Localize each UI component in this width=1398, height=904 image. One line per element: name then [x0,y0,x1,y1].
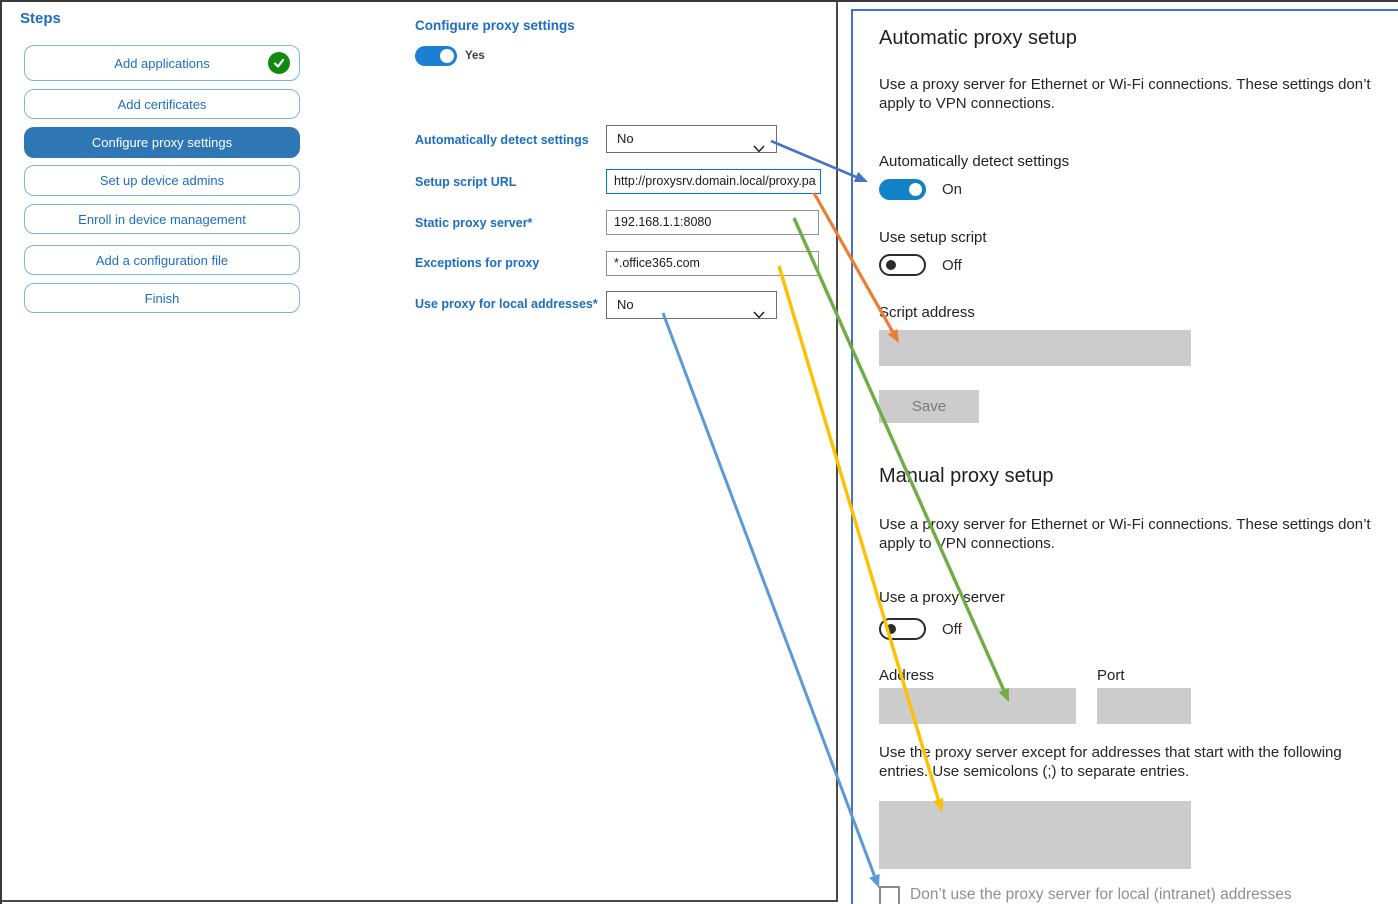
automatic-proxy-description: Use a proxy server for Ethernet or Wi-Fi… [879,76,1371,112]
configure-proxy-toggle-state: Yes [465,50,485,62]
address-input-disabled [879,688,1076,724]
automatically-detect-settings-label: Automatically detect settings [879,153,1070,170]
step-add-certificates[interactable]: Add certificates [24,89,300,119]
proxy-exceptions-textarea-disabled [879,801,1191,869]
local-addresses-checkbox-label: Don’t use the proxy server for local (in… [910,886,1292,903]
static-proxy-server-input[interactable]: 192.168.1.1:8080 [606,210,819,235]
step-label: Add applications [114,55,210,71]
step-label: Add a configuration file [95,252,229,268]
port-input-disabled [1097,688,1191,724]
use-setup-script-label: Use setup script [879,229,987,246]
automatically-detect-settings-toggle[interactable] [879,179,926,200]
use-a-proxy-server-label: Use a proxy server [879,589,1005,606]
setup-script-url-label: Setup script URL [415,175,517,189]
setup-script-toggle-state: Off [942,257,962,274]
use-proxy-local-dropdown[interactable]: No [606,291,777,319]
automatic-proxy-setup-heading: Automatic proxy setup [879,27,1077,49]
manual-proxy-setup-heading: Manual proxy setup [879,465,1054,487]
port-label: Port [1097,667,1125,684]
proxy-exceptions-description: Use the proxy server except for addresse… [879,744,1342,780]
chevron-down-icon [753,136,765,162]
use-setup-script-toggle[interactable] [879,254,926,276]
step-label: Enroll in device management [78,211,246,227]
auto-detect-dropdown[interactable]: No [606,125,777,153]
configure-proxy-section-title: Configure proxy settings [415,18,575,33]
step-add-applications[interactable]: Add applications [24,45,300,81]
step-add-a-configuration-file[interactable]: Add a configuration file [24,245,300,275]
completed-check-icon [268,52,290,74]
use-a-proxy-server-toggle[interactable] [879,618,926,640]
address-label: Address [879,667,935,684]
step-label: Configure proxy settings [91,135,233,150]
step-finish[interactable]: Finish [24,283,300,313]
steps-panel-title: Steps [20,10,61,27]
step-label: Set up device admins [99,173,225,188]
auto-detect-label: Automatically detect settings [415,133,589,147]
exceptions-for-proxy-input[interactable]: *.office365.com [606,251,819,276]
exceptions-for-proxy-label: Exceptions for proxy [415,256,540,270]
proxy-server-toggle-state: Off [942,621,962,638]
dropdown-value: No [617,297,634,312]
configure-proxy-toggle[interactable] [415,46,457,66]
toggle-knob [440,49,454,63]
toggle-knob [886,624,896,634]
static-proxy-server-label: Static proxy server* [415,216,533,230]
step-set-up-device-admins[interactable]: Set up device admins [24,165,300,196]
setup-script-url-input[interactable]: http://proxysrv.domain.local/proxy.pa [606,169,821,194]
use-proxy-local-label: Use proxy for local addresses* [415,297,598,311]
step-label: Add certificates [117,96,207,112]
step-label: Finish [144,290,180,306]
detect-toggle-state: On [942,181,963,198]
toggle-knob [886,260,896,270]
script-address-input-disabled [879,330,1191,366]
toggle-knob [909,183,922,196]
save-button: Save [879,390,979,423]
manual-proxy-description: Use a proxy server for Ethernet or Wi-Fi… [879,516,1371,552]
dropdown-value: No [617,131,634,146]
step-enroll-in-device-management[interactable]: Enroll in device management [24,204,300,234]
script-address-label: Script address [879,304,975,321]
step-configure-proxy-settings[interactable]: Configure proxy settings [24,127,300,158]
local-addresses-checkbox[interactable] [879,886,900,904]
chevron-down-icon [753,302,765,328]
